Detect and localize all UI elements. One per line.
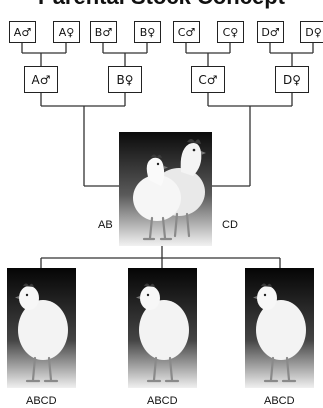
cross-label-cd: CD (222, 219, 238, 231)
parent-stock-photo (119, 132, 212, 246)
parent-box: B♀ (108, 66, 142, 93)
grandparent-box: A♀ (53, 21, 80, 43)
parent-box: A♂ (24, 66, 58, 93)
parent-box: C♂ (191, 66, 225, 93)
cross-label-ab: AB (98, 219, 113, 231)
parent-box: D♀ (275, 66, 309, 93)
grandparent-box: B♂ (90, 21, 117, 43)
grandparent-box: B♀ (134, 21, 161, 43)
grandparent-box: C♂ (173, 21, 200, 43)
diagram-title: Parental Stock Concept (0, 0, 323, 8)
offspring-photo (245, 268, 314, 388)
offspring-label: ABCD (264, 395, 295, 407)
offspring-label: ABCD (26, 395, 57, 407)
offspring-label: ABCD (147, 395, 178, 407)
grandparent-box: D♀ (300, 21, 323, 43)
offspring-photo (7, 268, 76, 388)
grandparent-box: C♀ (217, 21, 244, 43)
grandparent-box: D♂ (257, 21, 284, 43)
offspring-photo (128, 268, 197, 388)
grandparent-box: A♂ (9, 21, 36, 43)
